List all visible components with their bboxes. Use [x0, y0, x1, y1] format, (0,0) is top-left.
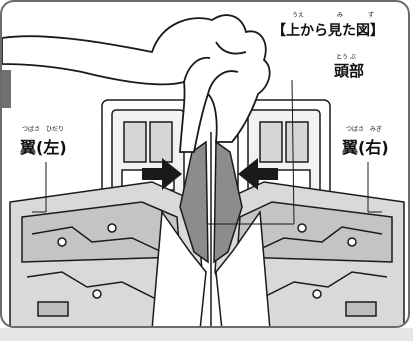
- hand-illustration: [2, 14, 271, 153]
- figure-title: 【上から見た図】: [270, 20, 386, 40]
- assembly-illustration: [2, 14, 405, 326]
- push-arrow-right: [238, 158, 278, 190]
- leader-lines: [32, 79, 382, 225]
- title-ruby-mi: み: [337, 12, 344, 19]
- title-ruby-ue: うえ: [292, 12, 305, 19]
- wing-left-label-ruby: つばさ ひだり: [22, 126, 65, 133]
- wing-right-label-ruby: つばさ みぎ: [346, 126, 383, 133]
- push-arrow-left: [142, 158, 182, 190]
- side-tab: [2, 70, 11, 108]
- head-piece: [151, 132, 271, 326]
- wing-left-label: 翼(左): [18, 134, 69, 158]
- head-label-ruby: とう ぶ: [336, 54, 356, 61]
- head-label: 頭部: [332, 60, 367, 81]
- illustration-panel: うえ み ず 【上から見た図】 とう ぶ 頭部 つばさ ひだり 翼(左) つばさ…: [0, 0, 410, 328]
- bottom-strip: [0, 328, 413, 341]
- title-ruby-zu: ず: [368, 12, 375, 19]
- wing-right-label: 翼(右): [340, 134, 391, 158]
